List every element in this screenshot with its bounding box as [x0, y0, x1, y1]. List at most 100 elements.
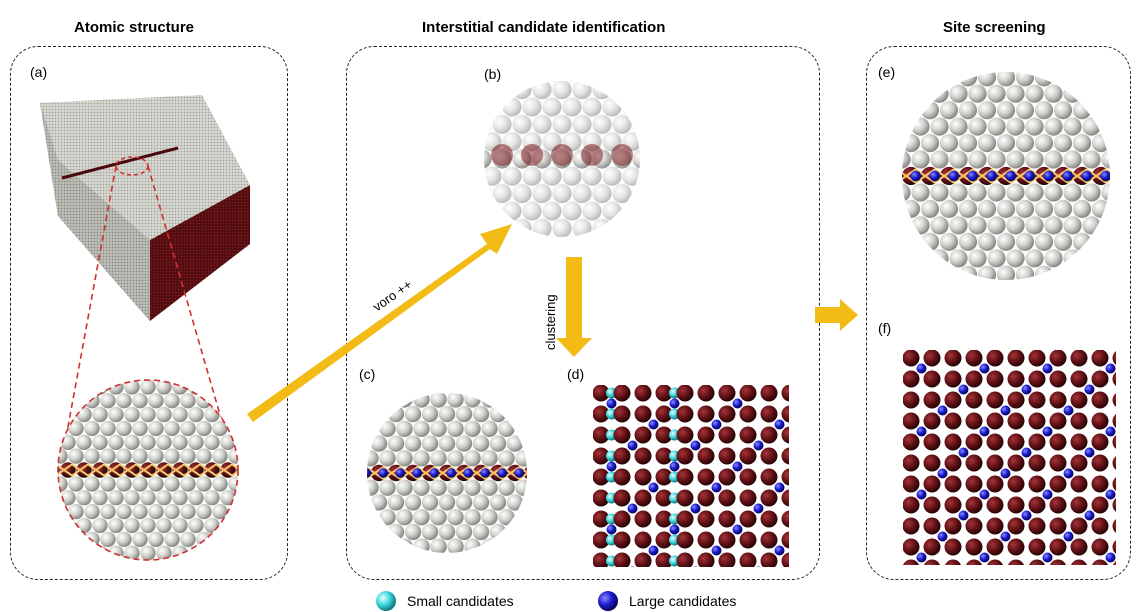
- boundary-atom: [593, 447, 610, 465]
- boundary-atom: [655, 405, 673, 423]
- matrix-atom: [968, 249, 987, 268]
- boundary-atom: [718, 385, 736, 402]
- boundary-atom: [965, 496, 983, 514]
- matrix-atom: [421, 494, 439, 511]
- boundary-atom: [634, 447, 652, 465]
- large-candidate-atom: [958, 447, 969, 458]
- boundary-atom: [613, 510, 631, 528]
- matrix-atom: [148, 476, 164, 492]
- boundary-atom: [1112, 435, 1116, 449]
- matrix-atom: [421, 523, 439, 541]
- large-candidate-atom: [648, 482, 659, 493]
- matrix-atom: [1034, 199, 1054, 218]
- large-candidate-atom: [916, 426, 927, 437]
- matrix-atom: [552, 114, 572, 134]
- matrix-atom: [987, 117, 1006, 136]
- matrix-atom: [968, 117, 987, 136]
- matrix-atom: [552, 184, 572, 204]
- boundary-atom: [965, 433, 983, 451]
- boundary-atom: [1028, 538, 1046, 556]
- boundary-atom: [986, 433, 1004, 451]
- matrix-atom: [592, 184, 612, 204]
- boundary-atom: [986, 391, 1004, 409]
- matrix-atom: [512, 184, 532, 204]
- matrix-atom: [977, 101, 997, 120]
- matrix-atom: [949, 249, 968, 268]
- matrix-atom: [592, 114, 612, 134]
- matrix-atom: [132, 503, 148, 520]
- boundary-atom: [718, 447, 736, 465]
- boundary-atom: [965, 538, 983, 556]
- matrix-atom: [532, 184, 552, 204]
- matrix-atom: [1063, 183, 1082, 202]
- matrix-atom: [968, 216, 987, 235]
- boundary-atom: [1028, 517, 1046, 535]
- boundary-atom: [781, 489, 789, 507]
- boundary-atom: [124, 462, 140, 478]
- matrix-atom: [370, 435, 388, 452]
- matrix-atom: [124, 490, 140, 506]
- large-candidate-atom: [774, 482, 785, 493]
- matrix-atom: [996, 265, 1016, 280]
- matrix-atom: [212, 420, 228, 437]
- matrix-atom: [484, 166, 502, 186]
- large-candidate-atom: [378, 468, 389, 478]
- matrix-atom: [180, 448, 196, 464]
- boundary-atom: [593, 405, 610, 423]
- matrix-atom: [379, 509, 396, 526]
- boundary-atom: [491, 144, 513, 166]
- matrix-atom: [156, 380, 172, 395]
- matrix-atom: [140, 380, 156, 395]
- large-candidate-atom: [979, 426, 990, 437]
- matrix-atom: [124, 545, 140, 560]
- boundary-atom: [1112, 540, 1116, 554]
- matrix-atom: [100, 476, 116, 492]
- boundary-atom: [593, 426, 610, 444]
- matrix-atom: [148, 448, 164, 464]
- large-candidate-atom: [711, 482, 722, 493]
- boundary-atom: [903, 517, 920, 535]
- matrix-atom: [108, 434, 124, 450]
- legend-large-candidates: Large candidates: [597, 590, 736, 612]
- matrix-atom: [1025, 216, 1044, 235]
- matrix-atom: [92, 406, 108, 423]
- matrix-atom: [1025, 183, 1044, 202]
- large-candidate-atom: [627, 503, 638, 514]
- boundary-atom: [739, 510, 757, 528]
- boundary-atom: [1070, 454, 1088, 472]
- matrix-atom: [1006, 249, 1025, 268]
- matrix-atom: [404, 494, 422, 511]
- matrix-atom: [438, 523, 456, 541]
- boundary-atom: [1007, 475, 1025, 493]
- matrix-atom: [1025, 249, 1044, 268]
- matrix-atom: [76, 434, 92, 450]
- boundary-atom: [986, 454, 1004, 472]
- matrix-atom: [156, 434, 172, 450]
- matrix-atom: [455, 435, 473, 452]
- boundary-atom: [965, 517, 983, 535]
- large-candidate-atom: [463, 468, 474, 478]
- matrix-atom: [108, 490, 124, 506]
- large-candidate-atom: [1042, 552, 1053, 563]
- boundary-atom: [593, 489, 610, 507]
- matrix-atom: [455, 405, 473, 423]
- matrix-atom: [172, 490, 188, 506]
- boundary-atom: [613, 552, 631, 567]
- matrix-atom: [164, 531, 180, 547]
- matrix-atom: [124, 517, 140, 534]
- matrix-atom: [404, 405, 422, 423]
- matrix-atom: [1044, 183, 1063, 202]
- boundary-atom: [1028, 350, 1046, 367]
- large-candidate-atom: [732, 524, 743, 535]
- matrix-atom: [228, 448, 238, 464]
- matrix-atom: [958, 134, 978, 153]
- matrix-atom: [968, 84, 987, 103]
- boundary-atom: [655, 426, 673, 444]
- matrix-atom: [84, 448, 100, 464]
- matrix-atom: [1053, 232, 1073, 251]
